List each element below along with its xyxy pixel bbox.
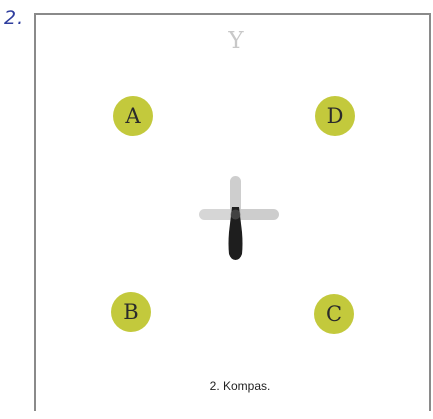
station-d-label: D [326,104,344,128]
page-number: 2. [4,7,25,29]
station-c-label: C [325,302,343,326]
figure-caption: 2. Kompas. [209,379,271,393]
compass-needle-icon [199,176,279,260]
station-a-label: A [125,104,141,128]
station-d: D [315,96,355,136]
compass-pivot [230,209,241,220]
compass-arm-west [199,209,239,220]
y-axis-label: Y [228,28,244,54]
compass-needle-south [228,207,243,260]
station-b-label: B [123,300,139,324]
compass-arm-east [233,209,279,220]
station-c: C [314,294,354,334]
station-a: A [113,96,153,136]
station-b: B [111,292,151,332]
